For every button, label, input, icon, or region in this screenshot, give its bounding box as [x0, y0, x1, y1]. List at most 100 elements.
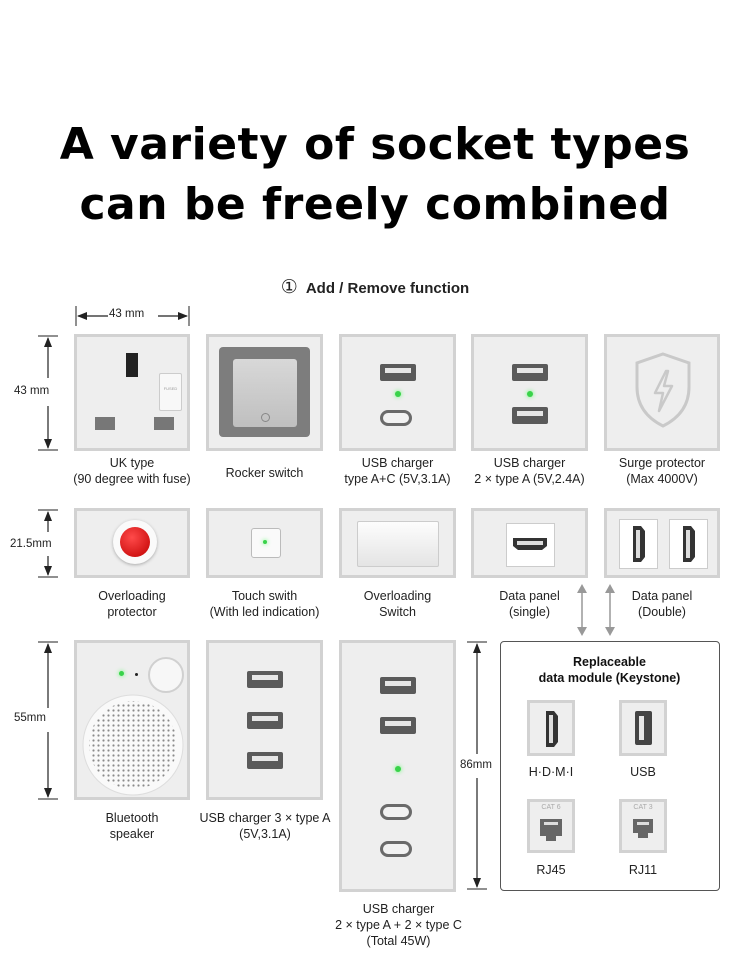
caption-line: (single) — [509, 605, 550, 619]
usb-c-port — [380, 804, 412, 820]
caption-line: USB charger — [493, 456, 566, 470]
step-number: ① — [280, 277, 298, 298]
rocker-paddle — [233, 359, 297, 427]
caption-line: Touch swith — [231, 589, 298, 603]
neutral-pin-slot — [154, 417, 174, 430]
caption-line: USB charger 3 × type A — [199, 811, 331, 825]
height-21-arrow — [38, 509, 58, 578]
caption-overload-switch: Overloading Switch — [329, 588, 466, 620]
height-55-label: 55mm — [14, 712, 46, 724]
caption-rocker-switch: Rocker switch — [196, 465, 333, 481]
caption-line: Overloading — [98, 589, 166, 603]
caption-line: Switch — [379, 605, 416, 619]
caption-line: Overloading — [363, 589, 432, 603]
led-indicator — [263, 540, 267, 544]
usb-charger-2a-tile — [471, 334, 588, 451]
hdmi-port-icon — [633, 526, 645, 562]
overloading-switch-tile — [339, 508, 456, 578]
height-43-arrow — [38, 335, 58, 451]
page-title-line2: can be freely combined — [79, 179, 671, 230]
caption-line: (With led indication) — [209, 605, 320, 619]
overloading-protector-tile — [74, 508, 190, 578]
earth-pin-slot — [126, 353, 138, 377]
power-icon — [261, 413, 270, 422]
caption-line: 2 × type A (5V,2.4A) — [474, 472, 585, 486]
surge-protector-tile — [604, 334, 720, 451]
caption-data-double: Data panel (Double) — [594, 588, 730, 620]
keystone-panel: Replaceable data module (Keystone) H·D·M… — [500, 641, 720, 891]
caption-overload-protector: Overloading protector — [64, 588, 200, 620]
fuse-label: FUSED — [163, 386, 178, 391]
speaker-grille-icon — [82, 694, 184, 796]
usb-a-port — [512, 407, 548, 424]
hdmi-module — [506, 523, 555, 567]
caption-uk-type: UK type (90 degree with fuse) — [64, 455, 200, 487]
keystone-hdmi-label: H·D·M·I — [528, 765, 574, 779]
data-panel-single-tile — [471, 508, 588, 578]
reset-button — [120, 527, 150, 557]
keystone-usb-label: USB — [630, 765, 656, 779]
keystone-title-line: Replaceable — [573, 655, 646, 669]
usb-a-port — [380, 677, 416, 694]
led-indicator — [527, 391, 533, 397]
caption-line: speaker — [109, 827, 155, 841]
usb-a-port — [380, 717, 416, 734]
usb-a-port — [247, 712, 283, 729]
usb-charger-3a-tile — [206, 640, 323, 800]
hdmi-port-icon — [513, 538, 547, 550]
caption-line: 2 × type A + 2 × type C — [335, 918, 462, 932]
caption-line: (Max 4000V) — [626, 472, 698, 486]
keystone-hdmi-module — [527, 700, 575, 756]
caption-usb-2a2c: USB charger 2 × type A + 2 × type C (Tot… — [320, 901, 477, 949]
usb-a-port — [512, 364, 548, 381]
caption-data-single: Data panel (single) — [461, 588, 598, 620]
caption-usb-3a: USB charger 3 × type A (5V,3.1A) — [190, 810, 340, 842]
usb-charger-2a2c-tile — [339, 640, 456, 892]
touch-switch-tile — [206, 508, 323, 578]
cat6-tag: CAT 6 — [541, 804, 561, 811]
bluetooth-speaker-tile — [74, 640, 190, 800]
led-indicator — [119, 671, 124, 676]
caption-line: protector — [107, 605, 157, 619]
section-subtitle: ① Add / Remove function — [0, 276, 750, 299]
hdmi-module — [619, 519, 658, 569]
step-label: Add / Remove function — [305, 280, 470, 297]
uk-socket-tile: FUSED — [74, 334, 190, 451]
keystone-title-line: data module (Keystone) — [538, 671, 681, 685]
caption-surge: Surge protector (Max 4000V) — [594, 455, 730, 487]
usb-a-port — [247, 671, 283, 688]
hdmi-module — [669, 519, 708, 569]
caption-line: USB charger — [361, 456, 434, 470]
caption-line: USB charger — [362, 902, 435, 916]
speaker-button — [148, 657, 184, 693]
shield-lightning-icon — [635, 352, 691, 428]
caption-line: Data panel — [499, 589, 560, 603]
caption-line: Data panel — [631, 589, 693, 603]
caption-usb-ac: USB charger type A+C (5V,3.1A) — [329, 455, 466, 487]
usb-charger-ac-tile — [339, 334, 456, 451]
caption-line: type A+C (5V,3.1A) — [344, 472, 451, 486]
reset-button-ring — [113, 520, 157, 564]
ethernet-port-icon — [540, 819, 562, 841]
live-pin-slot — [95, 417, 115, 430]
overload-switch-paddle — [357, 521, 439, 567]
keystone-title: Replaceable data module (Keystone) — [501, 654, 718, 686]
caption-line: UK type — [109, 456, 155, 470]
caption-usb-2a: USB charger 2 × type A (5V,2.4A) — [461, 455, 598, 487]
keystone-rj45-label: RJ45 — [536, 863, 566, 877]
width-43-label: 43 mm — [109, 308, 145, 320]
usb-a-port — [380, 364, 416, 381]
touch-pad — [251, 528, 281, 558]
swap-arrows — [577, 584, 615, 636]
caption-line: (Total 45W) — [366, 934, 431, 948]
caption-line: Rocker switch — [225, 466, 304, 480]
led-indicator — [395, 766, 401, 772]
data-panel-double-tile — [604, 508, 720, 578]
mic-hole — [135, 673, 138, 676]
caption-line: Surge protector — [618, 456, 706, 470]
height-86-arrow — [467, 641, 487, 890]
caption-touch-switch: Touch swith (With led indication) — [196, 588, 333, 620]
height-86-label: 86mm — [460, 759, 492, 771]
fuse-holder: FUSED — [159, 373, 182, 411]
height-21-label: 21.5mm — [10, 538, 52, 550]
